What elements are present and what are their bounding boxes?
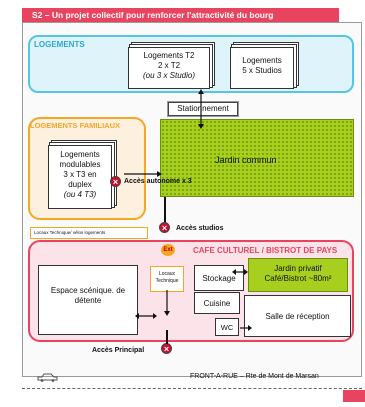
page-title: S2 – Un projet collectif pour renforcer … bbox=[22, 8, 339, 22]
cuisine-box: Cuisine bbox=[194, 292, 240, 314]
mod-line1: Logements bbox=[60, 150, 100, 159]
mod-line2: modulables bbox=[59, 160, 101, 169]
acces-studios-label: Accès studios bbox=[176, 225, 224, 232]
jp-line2: Café/Bistrot ~80m² bbox=[264, 274, 332, 283]
mod-line4: duplex bbox=[68, 180, 92, 189]
acces-autonome-marker-icon: × bbox=[110, 176, 121, 187]
jardin-commun-label: Jardin commun bbox=[215, 155, 277, 165]
connector-principal bbox=[166, 330, 168, 344]
car-icon bbox=[37, 373, 58, 382]
acces-principal-label: Accès Principal bbox=[92, 347, 145, 354]
mod-line3: 3 x T3 en bbox=[63, 170, 97, 179]
acces-autonome-label: Accès autonome x 3 bbox=[124, 178, 192, 185]
t2-line1: Logements T2 bbox=[143, 51, 195, 60]
locaux-line2: Technique bbox=[155, 278, 179, 284]
scene-line2: détente bbox=[74, 296, 102, 305]
locaux-technique-logements: Locaux Technique/ vélos logements bbox=[30, 227, 148, 239]
espace-scenique-box: Espace scénique. de détente bbox=[38, 265, 138, 335]
t2-line2: 2 x T2 bbox=[157, 61, 181, 70]
logements-studios-box: Logements 5 x Studios bbox=[230, 47, 294, 89]
studios-line1: Logements bbox=[242, 56, 282, 65]
studios-line2: 5 x Studios bbox=[242, 66, 282, 75]
locaux-line1: Locaux bbox=[158, 271, 176, 277]
road-line bbox=[22, 388, 362, 389]
salle-reception-box: Salle de réception bbox=[244, 295, 351, 337]
scene-line1: Espace scénique. de bbox=[50, 286, 126, 295]
jp-line1: Jardin privatif bbox=[274, 264, 322, 273]
acces-studios-marker-icon: × bbox=[159, 222, 170, 233]
jardin-privatif-box: Jardin privatif Café/Bistrot ~80m² bbox=[248, 258, 348, 292]
arrow-t2-parking-icon bbox=[198, 89, 204, 129]
logements-modulables-box: Logements modulables 3 x T3 en duplex (o… bbox=[48, 145, 112, 209]
arrow-locaux-down-icon bbox=[164, 290, 170, 316]
jardin-commun-area bbox=[160, 119, 354, 197]
t2-line3: (ou 3 x Studio) bbox=[142, 71, 196, 80]
logements-familiaux-title: LOGEMENTS FAMILIAUX bbox=[30, 121, 120, 130]
arrow-stockage-jardin-icon bbox=[232, 269, 248, 275]
corner-accent bbox=[343, 390, 365, 402]
arrow-modulables-garden-icon bbox=[124, 171, 162, 177]
cafe-culturel-title: CAFE CULTUREL / BISTROT DE PAYS bbox=[193, 246, 338, 255]
logements-t2-box: Logements T2 2 x T2 (ou 3 x Studio) bbox=[128, 47, 210, 89]
arrow-salle-icon bbox=[240, 325, 252, 331]
locaux-technique-cafe-box: Locaux Technique bbox=[150, 266, 184, 292]
stationnement-box: Stationnement bbox=[168, 102, 238, 116]
connector-studios bbox=[164, 197, 166, 223]
road-label: FRONT-A-RUE – Rte de Mont de Marsan bbox=[190, 373, 319, 380]
ext-badge: Ext bbox=[161, 244, 175, 256]
wc-box: WC bbox=[215, 318, 239, 336]
acces-principal-marker-icon: × bbox=[161, 343, 172, 354]
mod-line5: (ou 4 T3) bbox=[63, 190, 97, 199]
arrow-scene-right-icon bbox=[135, 313, 157, 319]
logements-title: LOGEMENTS bbox=[34, 40, 85, 49]
